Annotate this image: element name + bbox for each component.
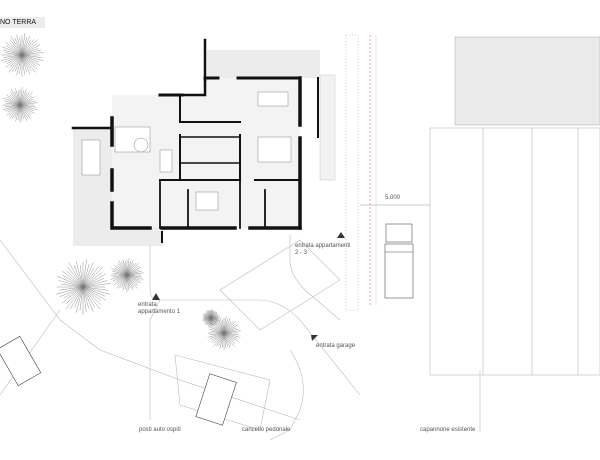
- label-existing-shed: capannone esistente: [420, 427, 476, 433]
- house-floor: [112, 78, 300, 228]
- house-walls: [71, 38, 319, 243]
- label-entrance-apartment-1: entrata appartamento 1: [138, 302, 181, 315]
- tree-icon: [55, 259, 111, 315]
- patio-top: [207, 50, 320, 78]
- hedge: [345, 34, 359, 311]
- patio-strip: [319, 74, 336, 181]
- tree-icon: [2, 87, 38, 123]
- label-garage-entrance: entrata garage: [316, 343, 356, 349]
- label-pedestrian-gate: cancello pedonale: [242, 427, 291, 433]
- plan-title: NO TERRA: [0, 17, 45, 28]
- label-entrance-apartments-2-3: entrata appartamenti 2 - 3: [295, 243, 351, 256]
- tree-icons: [0, 33, 241, 350]
- neighbor-building: [454, 36, 600, 126]
- existing-shed: [429, 127, 600, 432]
- car-icon: [0, 335, 237, 426]
- dimension-label: 5.000: [385, 195, 401, 201]
- furniture: [81, 91, 292, 211]
- label-guest-parking: posti auto ospiti: [139, 427, 181, 433]
- driveway-lines: [0, 235, 361, 441]
- tree-icon: [110, 258, 144, 292]
- tree-icon: [202, 309, 220, 327]
- tree-icon: [0, 33, 44, 77]
- tree-icon: [207, 316, 241, 350]
- truck-icon: [384, 223, 414, 299]
- entrance-arrow-icons: [152, 232, 345, 341]
